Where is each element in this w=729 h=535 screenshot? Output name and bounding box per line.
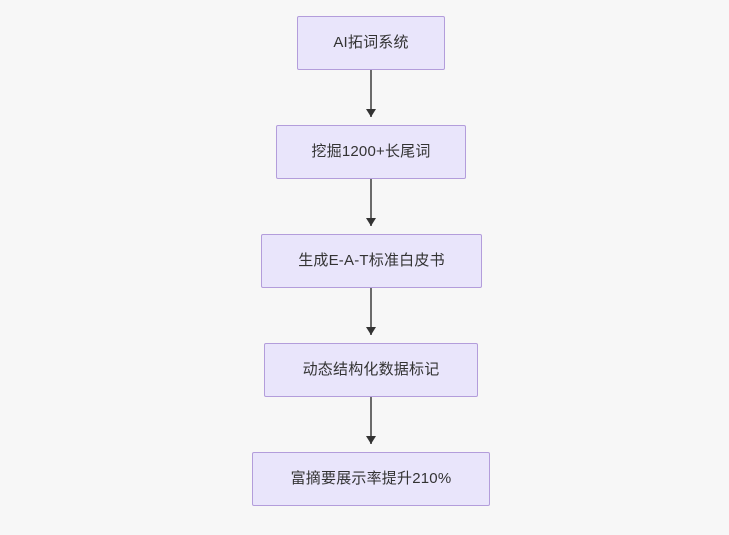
flow-node-label: 生成E-A-T标准白皮书 xyxy=(298,252,445,269)
flow-node-label: 富摘要展示率提升210% xyxy=(290,470,452,487)
flow-node-label: 动态结构化数据标记 xyxy=(302,361,440,378)
edge-line xyxy=(370,70,372,117)
flow-node-ai-keyword-system[interactable]: AI拓词系统 xyxy=(297,16,445,70)
flow-node-mine-longtail-keywords[interactable]: 挖掘1200+长尾词 xyxy=(276,125,466,179)
edge-line xyxy=(370,397,372,444)
arrow-down-icon xyxy=(366,109,376,117)
flow-node-label: AI拓词系统 xyxy=(333,34,409,51)
flow-node-rich-snippet-rate-increase[interactable]: 富摘要展示率提升210% xyxy=(252,452,490,506)
edge-line xyxy=(370,179,372,226)
arrow-down-icon xyxy=(366,436,376,444)
arrow-down-icon xyxy=(366,327,376,335)
edge-line xyxy=(370,288,372,335)
flow-node-label: 挖掘1200+长尾词 xyxy=(311,143,431,160)
arrow-down-icon xyxy=(366,218,376,226)
flow-node-dynamic-structured-data-markup[interactable]: 动态结构化数据标记 xyxy=(264,343,478,397)
flow-node-generate-eat-whitepaper[interactable]: 生成E-A-T标准白皮书 xyxy=(261,234,482,288)
